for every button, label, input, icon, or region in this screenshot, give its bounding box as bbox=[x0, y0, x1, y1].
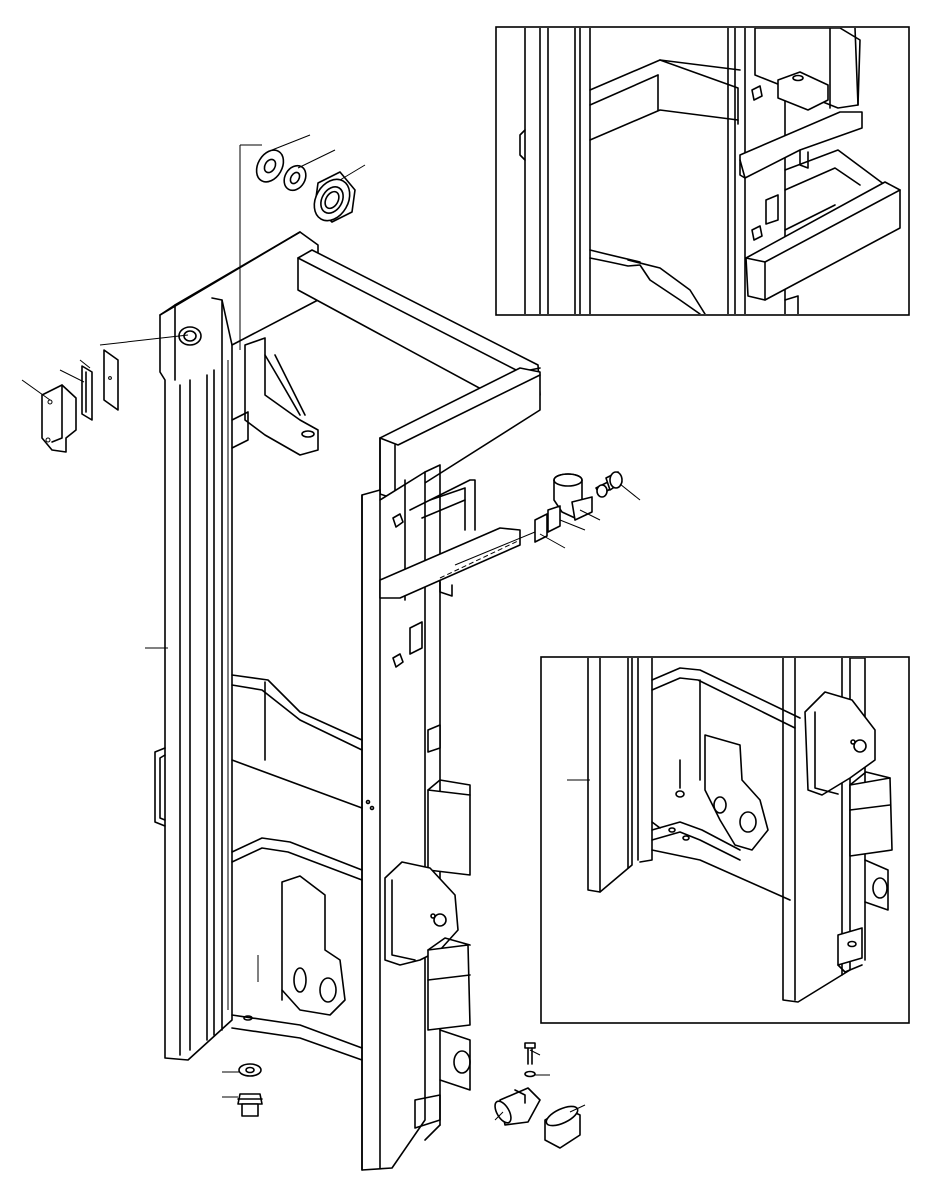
top-bearing-stack bbox=[255, 149, 356, 223]
leader-lines bbox=[21, 134, 641, 1121]
right-outer-rail bbox=[361, 464, 441, 1171]
inset-detail-top bbox=[495, 26, 910, 316]
middle-cross-member bbox=[231, 674, 471, 876]
bottom-hardware bbox=[237, 1042, 581, 1149]
inset-detail-bottom bbox=[540, 656, 910, 1024]
clamp-band bbox=[534, 471, 623, 543]
upper-bracket-left bbox=[231, 337, 319, 456]
right-carriage-bracket bbox=[384, 861, 471, 1091]
middle-cross-beam bbox=[379, 479, 521, 599]
left-outer-rail bbox=[154, 231, 319, 1061]
left-shim-stack bbox=[41, 349, 119, 453]
lower-base-frame bbox=[231, 837, 363, 1061]
